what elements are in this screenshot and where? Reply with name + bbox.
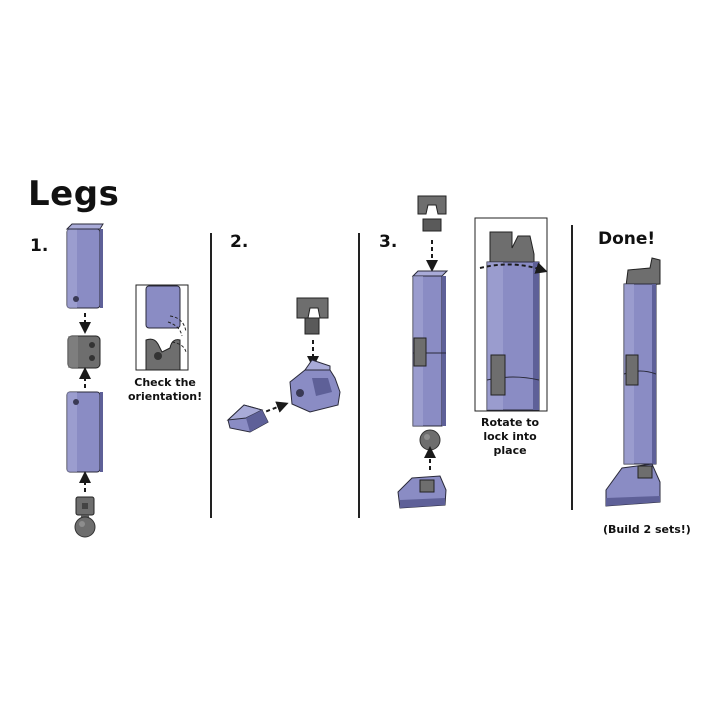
step-1-note-text: Check the orientation!: [128, 376, 203, 403]
step-divider-1: [210, 233, 212, 518]
step-2-foot-bracket-part: [289, 359, 341, 413]
step-3-note: Rotate to lock into place: [481, 416, 539, 458]
step-3-note-text: Rotate to lock into place: [481, 416, 540, 457]
step-2-toe-wedge-part: [226, 404, 269, 433]
step-1-upper-leg-part: [65, 223, 104, 309]
instruction-panel: [0, 157, 713, 555]
step-divider-2: [358, 233, 360, 518]
step-divider-3: [571, 225, 573, 510]
step-3-ankle-ball: [419, 429, 441, 451]
step-2-knee-cap-part: [296, 297, 329, 335]
step-1-number: 1.: [30, 236, 49, 256]
step-1-knee-joint-part: [67, 335, 101, 369]
step-3-foot-part: [397, 475, 447, 509]
step-1-ankle-ball-part: [74, 496, 96, 538]
step-1-orientation-inset: [135, 284, 189, 371]
step-1-note: Check the orientation!: [128, 376, 202, 404]
step-2-arrow-left: [261, 401, 289, 414]
step-2-number: 2.: [230, 232, 249, 252]
done-finished-leg: [605, 257, 661, 507]
step-done-label: Done!: [598, 229, 656, 249]
step-3-hip-joint-part: [417, 195, 447, 232]
done-note: (Build 2 sets!): [603, 523, 691, 536]
step-3-rotate-inset: [474, 217, 548, 412]
page-title: Legs: [28, 174, 120, 214]
step-1-lower-leg-part: [66, 391, 103, 473]
step-3-number: 3.: [379, 232, 398, 252]
step-3-assembled-leg: [411, 270, 449, 427]
